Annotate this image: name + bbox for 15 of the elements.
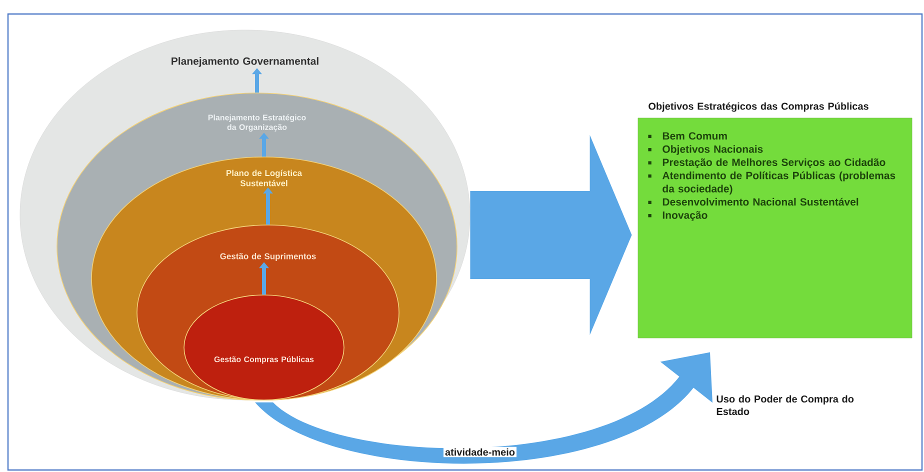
bullet-item: Objetivos Nacionais xyxy=(648,145,763,155)
arrow xyxy=(470,135,632,335)
arrow xyxy=(259,132,269,157)
edge-label: atividade-meio xyxy=(444,446,517,458)
note: Uso do Poder de Compra do Estado xyxy=(716,395,854,416)
bullet-item: Atendimento de Políticas Públicas (problemas da sociedade) xyxy=(648,171,896,194)
bullet-item: Desenvolvimento Nacional Sustentável xyxy=(648,198,858,206)
arrow xyxy=(259,262,269,295)
bullet-item: Prestação de Melhores Serviços ao Cidadão xyxy=(648,158,886,168)
box-heading: Objetivos Estratégicos das Compras Públicas xyxy=(648,102,868,112)
arrow xyxy=(252,68,262,93)
bullet-item: Bem Comum xyxy=(648,132,727,140)
bullet-item: Inovação xyxy=(648,211,708,221)
curved-arrow xyxy=(255,352,712,464)
arrow xyxy=(263,187,273,225)
